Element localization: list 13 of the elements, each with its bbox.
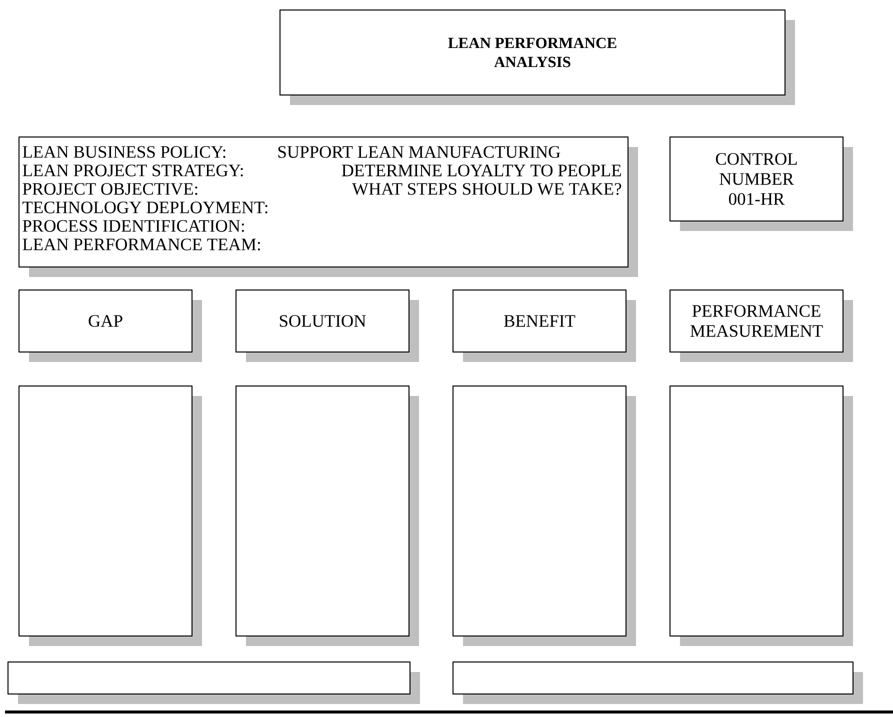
control-number-box: CONTROL NUMBER 001-HR — [670, 136, 854, 231]
info-box: LEAN BUSINESS POLICY: SUPPORT LEAN MANUFACTURING LEAN PROJECT STRATEGY: DETERMINE LOYALTY TO PEOPLE PROJECT OBJECTIVE: WHAT STEPS SHOULD WE TAKE? TECHNOLOGY DEPLOYMENT: PROCESS IDENTIFICATION: LEAN PERFORMANCE TEAM: — [18, 136, 638, 277]
footer-box — [452, 662, 863, 704]
title-box: LEAN PERFORMANCE ANALYSIS — [280, 10, 795, 105]
footer-box — [8, 662, 420, 704]
column-box — [452, 386, 636, 646]
column-header-box: PERFORMANCE MEASUREMENT — [670, 290, 854, 362]
column-header-box: GAP — [18, 290, 202, 362]
column-box — [670, 386, 854, 646]
column-header-box: BENEFIT — [452, 290, 636, 362]
column-box — [18, 386, 202, 646]
column-header-box: SOLUTION — [236, 290, 419, 362]
column-box — [236, 386, 419, 646]
